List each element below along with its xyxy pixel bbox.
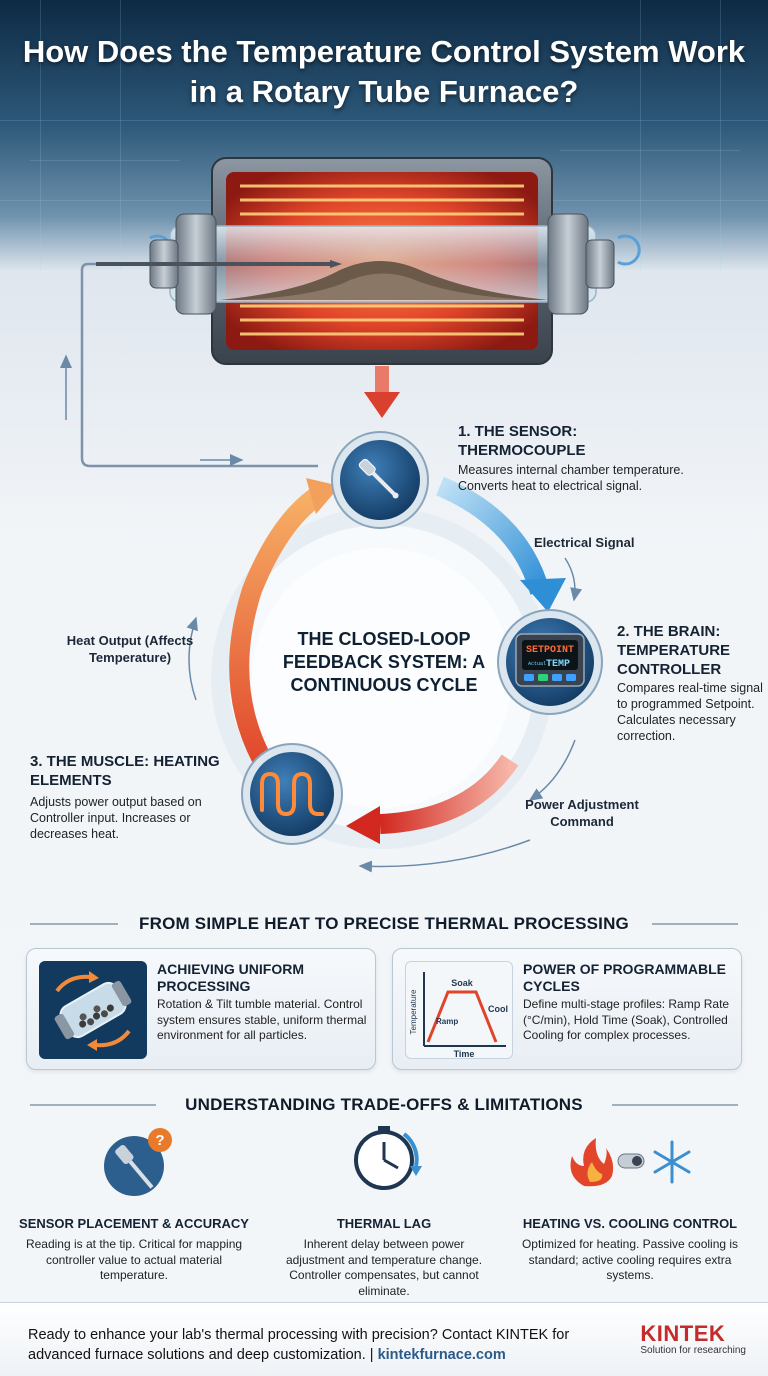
step-3-title: 3. THE MUSCLE: HEATING ELEMENTS xyxy=(30,753,220,789)
heat-output-arrow xyxy=(229,485,326,776)
heating-coil-icon xyxy=(260,771,324,817)
chart-xlabel: Time xyxy=(454,1049,475,1059)
controller-actual: Actual xyxy=(528,661,546,667)
feedback-loop-diagram: SETPOINT Actual TEMP ? xyxy=(30,157,738,1196)
tradeoff-3-desc: Optimized for heating. Passive cooling i… xyxy=(521,1237,739,1282)
svg-text:?: ? xyxy=(155,1132,164,1149)
sensor-wire xyxy=(80,262,318,468)
footer-cta: Ready to enhance your lab's thermal proc… xyxy=(28,1325,628,1365)
controller-node: SETPOINT Actual TEMP xyxy=(497,609,603,715)
controller-temp: TEMP xyxy=(546,659,570,670)
tradeoff-heating-cooling: HEATING VS. COOLING CONTROL Optimized fo… xyxy=(502,1136,758,1284)
footer: Ready to enhance your lab's thermal proc… xyxy=(0,1302,768,1376)
chart-cool-label: Cool xyxy=(488,1004,508,1014)
page-title: How Does the Temperature Control System … xyxy=(22,34,746,109)
tradeoff-1-desc: Reading is at the tip. Critical for mapp… xyxy=(25,1237,243,1282)
footer-separator: | xyxy=(369,1347,374,1363)
sensor-question-icon: ? xyxy=(104,1128,172,1196)
section-2-heading: UNDERSTANDING TRADE-OFFS & LIMITATIONS xyxy=(185,1095,583,1114)
furnace-to-sensor-arrow xyxy=(364,366,400,418)
card-programmable-cycles: Temperature Time Ramp Soak Cool POWER OF… xyxy=(392,948,742,1070)
power-command-label: Power Adjustment Command xyxy=(525,797,639,829)
rotary-tube-furnace xyxy=(96,157,641,365)
tradeoff-1-title: SENSOR PLACEMENT & ACCURACY xyxy=(19,1216,249,1231)
tradeoff-thermal-lag: THERMAL LAG Inherent delay between power… xyxy=(256,1136,512,1299)
step-1-title: 1. THE SENSOR: THERMOCOUPLE xyxy=(458,423,586,459)
step-2-desc: Compares real-time signal to programmed … xyxy=(617,681,763,743)
rotation-arrow-right xyxy=(617,234,641,266)
heating-node xyxy=(241,743,343,845)
signal-arrow xyxy=(436,476,550,595)
brand-tagline: Solution for researching xyxy=(640,1345,746,1356)
step-3-desc: Adjusts power output based on Controller… xyxy=(30,795,202,841)
tradeoff-2-title: THERMAL LAG xyxy=(336,1216,432,1231)
sensor-node xyxy=(331,431,429,529)
thermocouple-icon xyxy=(358,458,399,499)
brand-name: KINTEK xyxy=(640,1321,726,1346)
step-2-title: 2. THE BRAIN: TEMPERATURE CONTROLLER xyxy=(617,623,731,678)
temperature-profile-chart: Temperature Time Ramp Soak Cool xyxy=(405,961,513,1059)
footer-website-link[interactable]: kintekfurnace.com xyxy=(377,1347,506,1363)
card-2-title: POWER OF PROGRAMMABLE CYCLES xyxy=(523,961,726,994)
power-command-arrow xyxy=(379,754,519,834)
signal-label: Electrical Signal xyxy=(534,535,635,550)
chart-soak-label: Soak xyxy=(451,978,474,988)
controller-setpoint: SETPOINT xyxy=(526,645,574,656)
tradeoff-2-desc: Inherent delay between power adjustment … xyxy=(285,1237,483,1298)
step-1-desc: Measures internal chamber temperature. C… xyxy=(458,463,684,493)
flame-snowflake-icon xyxy=(570,1138,691,1187)
card-uniform-processing: ACHIEVING UNIFORM PROCESSING Rotation & … xyxy=(26,948,376,1070)
card-1-title: ACHIEVING UNIFORM PROCESSING xyxy=(157,961,304,994)
chart-ramp-label: Ramp xyxy=(436,1017,458,1026)
section-1-heading: FROM SIMPLE HEAT TO PRECISE THERMAL PROC… xyxy=(139,914,629,933)
card-1-desc: Rotation & Tilt tumble material. Control… xyxy=(157,997,367,1042)
loop-center-text: THE CLOSED-LOOP FEEDBACK SYSTEM: A CONTI… xyxy=(282,629,486,695)
chart-ylabel: Temperature xyxy=(409,989,418,1034)
heat-output-label: Heat Output (Affects Temperature) xyxy=(66,633,194,665)
card-2-desc: Define multi-stage profiles: Ramp Rate (… xyxy=(523,997,730,1042)
footer-text: Ready to enhance your lab's thermal proc… xyxy=(28,1327,570,1363)
tradeoff-3-title: HEATING VS. COOLING CONTROL xyxy=(522,1216,738,1231)
brand-logo[interactable]: KINTEK Solution for researching xyxy=(640,1321,746,1356)
rotating-tube-icon xyxy=(39,961,147,1059)
tradeoff-sensor-placement: SENSOR PLACEMENT & ACCURACY Reading is a… xyxy=(6,1136,262,1284)
clock-icon xyxy=(354,1126,422,1190)
heating-coils xyxy=(240,184,524,336)
